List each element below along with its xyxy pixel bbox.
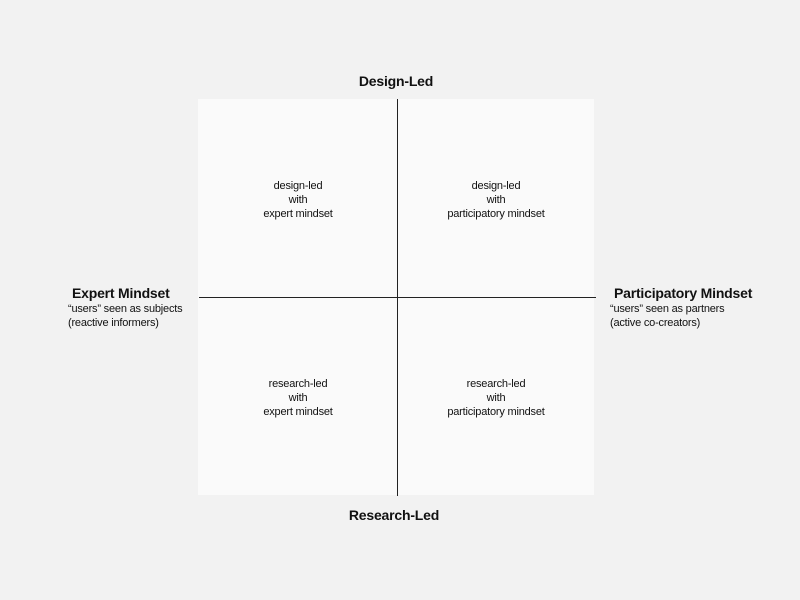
quadrant-bottom-right: research-led with participatory mindset [406, 377, 586, 419]
quadrant-bottom-right-line-1: research-led [466, 378, 526, 390]
axis-title-bottom: Research-Led [348, 507, 440, 523]
quadrant-bottom-left-line-3: expert mindset [263, 406, 333, 418]
quadrant-top-right: design-led with participatory mindset [406, 179, 586, 221]
axis-title-left: Expert Mindset [72, 285, 170, 301]
axis-subtitle-right-line-1: “users” seen as partners [610, 303, 725, 315]
axis-title-right: Participatory Mindset [614, 285, 753, 301]
quadrant-top-left-line-3: expert mindset [263, 208, 333, 220]
quadrant-bottom-left-line-1: research-led [268, 378, 328, 390]
axis-title-top: Design-Led [358, 73, 434, 89]
horizontal-axis-line [199, 297, 596, 298]
axis-subtitle-right: “users” seen as partners (active co-crea… [610, 302, 725, 330]
axis-subtitle-right-line-2: (active co-creators) [610, 317, 701, 329]
quadrant-bottom-left: research-led with expert mindset [208, 377, 388, 419]
quadrant-top-left: design-led with expert mindset [208, 179, 388, 221]
axis-subtitle-left: “users” seen as subjects (reactive infor… [68, 302, 183, 330]
axis-subtitle-left-line-2: (reactive informers) [68, 317, 159, 329]
quadrant-top-right-line-2: with [486, 194, 506, 206]
quadrant-top-left-line-2: with [288, 194, 308, 206]
quadrant-top-left-line-1: design-led [273, 180, 323, 192]
quadrant-bottom-right-line-2: with [486, 392, 506, 404]
quadrant-bottom-right-line-3: participatory mindset [447, 406, 545, 418]
axis-subtitle-left-line-1: “users” seen as subjects [68, 303, 183, 315]
quadrant-top-right-line-3: participatory mindset [447, 208, 545, 220]
quadrant-bottom-left-line-2: with [288, 392, 308, 404]
quadrant-top-right-line-1: design-led [471, 180, 521, 192]
